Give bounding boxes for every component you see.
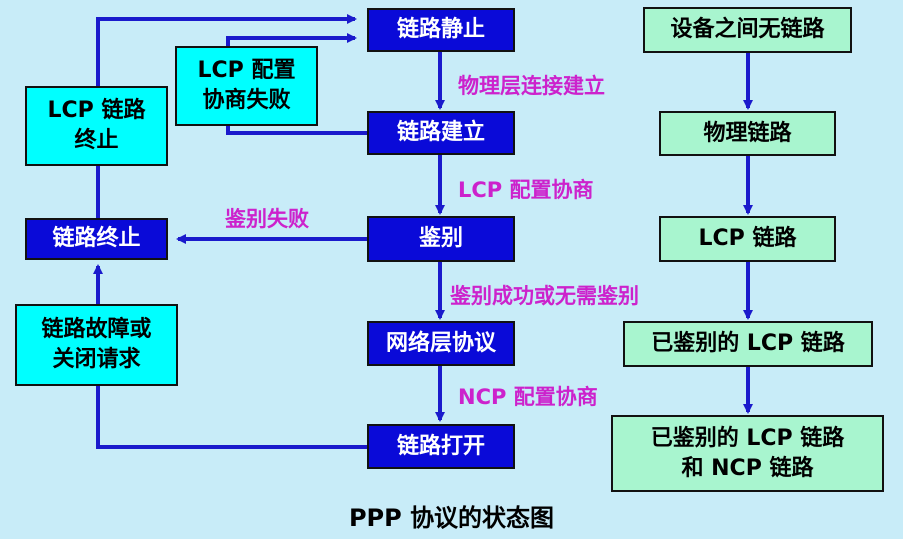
arrow-open-to-terminate: [96, 386, 368, 449]
box-link-fault-close: 链路故障或 关闭请求: [15, 304, 178, 386]
box-lcp-config-fail: LCP 配置 协商失败: [175, 46, 318, 126]
label-lcp-negotiate: LCP 配置协商: [458, 178, 594, 202]
diagram-caption: PPP 协议的状态图: [348, 504, 555, 532]
label-auth-ok: 鉴别成功或无需鉴别: [450, 284, 639, 308]
state-link-open: 链路打开: [367, 424, 515, 469]
link-state-auth-lcp-ncp: 已鉴别的 LCP 链路 和 NCP 链路: [611, 415, 884, 492]
link-state-no-link: 设备之间无链路: [643, 7, 852, 53]
arrow-terminate-to-dead: [96, 14, 357, 86]
link-state-auth-lcp: 已鉴别的 LCP 链路: [623, 321, 873, 367]
state-link-terminate: 链路终止: [25, 218, 168, 260]
label-auth-fail: 鉴别失败: [225, 207, 309, 231]
state-link-establish: 链路建立: [367, 111, 515, 155]
state-link-dead: 链路静止: [367, 8, 515, 52]
link-state-lcp: LCP 链路: [659, 216, 836, 262]
state-network-protocol: 网络层协议: [367, 321, 515, 366]
state-authenticate: 鉴别: [367, 216, 515, 262]
label-ncp-negotiate: NCP 配置协商: [458, 385, 598, 409]
box-lcp-link-terminate: LCP 链路 终止: [25, 86, 168, 166]
link-state-physical: 物理链路: [659, 111, 836, 156]
label-physical-up: 物理层连接建立: [458, 74, 605, 98]
